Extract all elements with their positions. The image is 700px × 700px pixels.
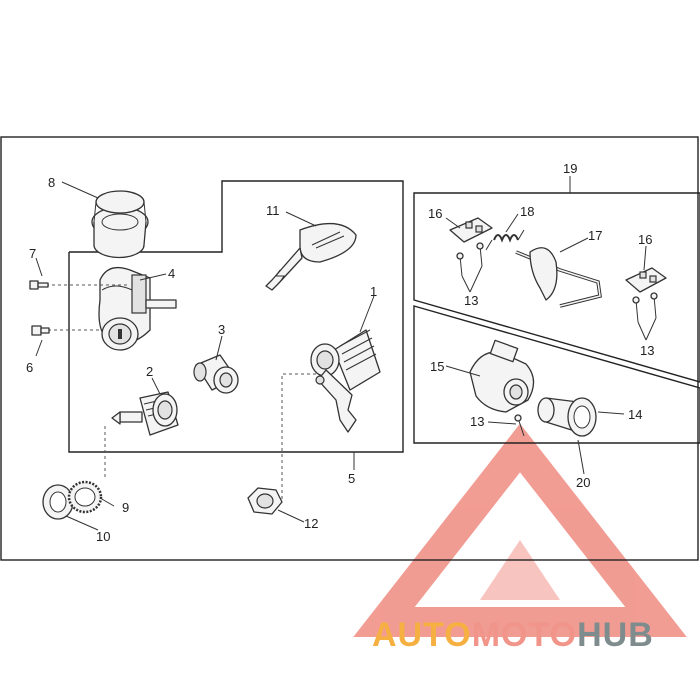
- callout-18: 18: [520, 204, 534, 219]
- callout-14: 14: [628, 407, 642, 422]
- watermark-text: AUTOMOTOHUB: [372, 616, 654, 654]
- part-12-nut: [247, 487, 283, 515]
- callout-19: 19: [563, 161, 577, 176]
- part-2-lock-barrel: [111, 391, 179, 436]
- guide-1: [281, 373, 316, 500]
- callout-1: 1: [370, 284, 377, 299]
- part-8-bushing: [91, 190, 149, 259]
- watermark-word-hub: HUB: [577, 616, 654, 654]
- callout-13-right: 13: [640, 343, 654, 358]
- watermark-logo: [353, 423, 687, 637]
- group-5-outline: [68, 180, 404, 453]
- part-16-clip-left: [449, 217, 493, 243]
- callout-16-left: 16: [428, 206, 442, 221]
- group-19-outline: [413, 192, 700, 383]
- callout-16-right: 16: [638, 232, 652, 247]
- diagram-frame: [0, 136, 699, 561]
- callout-17: 17: [588, 228, 602, 243]
- part-11-key: [265, 222, 357, 291]
- part-7-screw: [29, 280, 49, 290]
- callout-4: 4: [168, 266, 175, 281]
- callout-8: 8: [48, 175, 55, 190]
- callout-labels: 8 7 6 4 3 2 11 1 5 9 10 12 19 16 18 17 1…: [26, 161, 654, 544]
- part-9-toothed-washer: [67, 480, 103, 514]
- callout-13-lower: 13: [470, 414, 484, 429]
- part-17-latch-rod: [515, 247, 602, 308]
- callout-3: 3: [218, 322, 225, 337]
- leader-lines: [35, 176, 657, 531]
- group-20-outline: [413, 305, 700, 444]
- part-10-washer: [42, 484, 74, 520]
- callout-12: 12: [304, 516, 318, 531]
- callout-10: 10: [96, 529, 110, 544]
- callout-20: 20: [576, 475, 590, 490]
- callout-11: 11: [266, 203, 280, 218]
- callout-9: 9: [122, 500, 129, 515]
- part-13-screws-right: [632, 292, 658, 323]
- part-1-ignition-lock: [310, 329, 381, 433]
- callout-15: 15: [430, 359, 444, 374]
- part-14-sleeve: [537, 397, 597, 437]
- part-13-screws-upper: [456, 242, 484, 277]
- part-13-screw-lower: [514, 414, 525, 437]
- part-3-lock-cylinder: [193, 354, 239, 394]
- callout-2: 2: [146, 364, 153, 379]
- watermark-word-auto: AUTO: [372, 616, 472, 654]
- callout-5: 5: [348, 471, 355, 486]
- watermark-word-moto: MOTO: [472, 616, 577, 654]
- callout-7: 7: [29, 246, 36, 261]
- part-6-screw: [31, 325, 50, 336]
- callout-13-upper: 13: [464, 293, 478, 308]
- part-4-lock-housing: [98, 266, 177, 351]
- part-18-spring: [485, 229, 525, 251]
- part-15-lock-body: [469, 339, 535, 413]
- part-16-clip-right: [625, 267, 667, 293]
- callout-6: 6: [26, 360, 33, 375]
